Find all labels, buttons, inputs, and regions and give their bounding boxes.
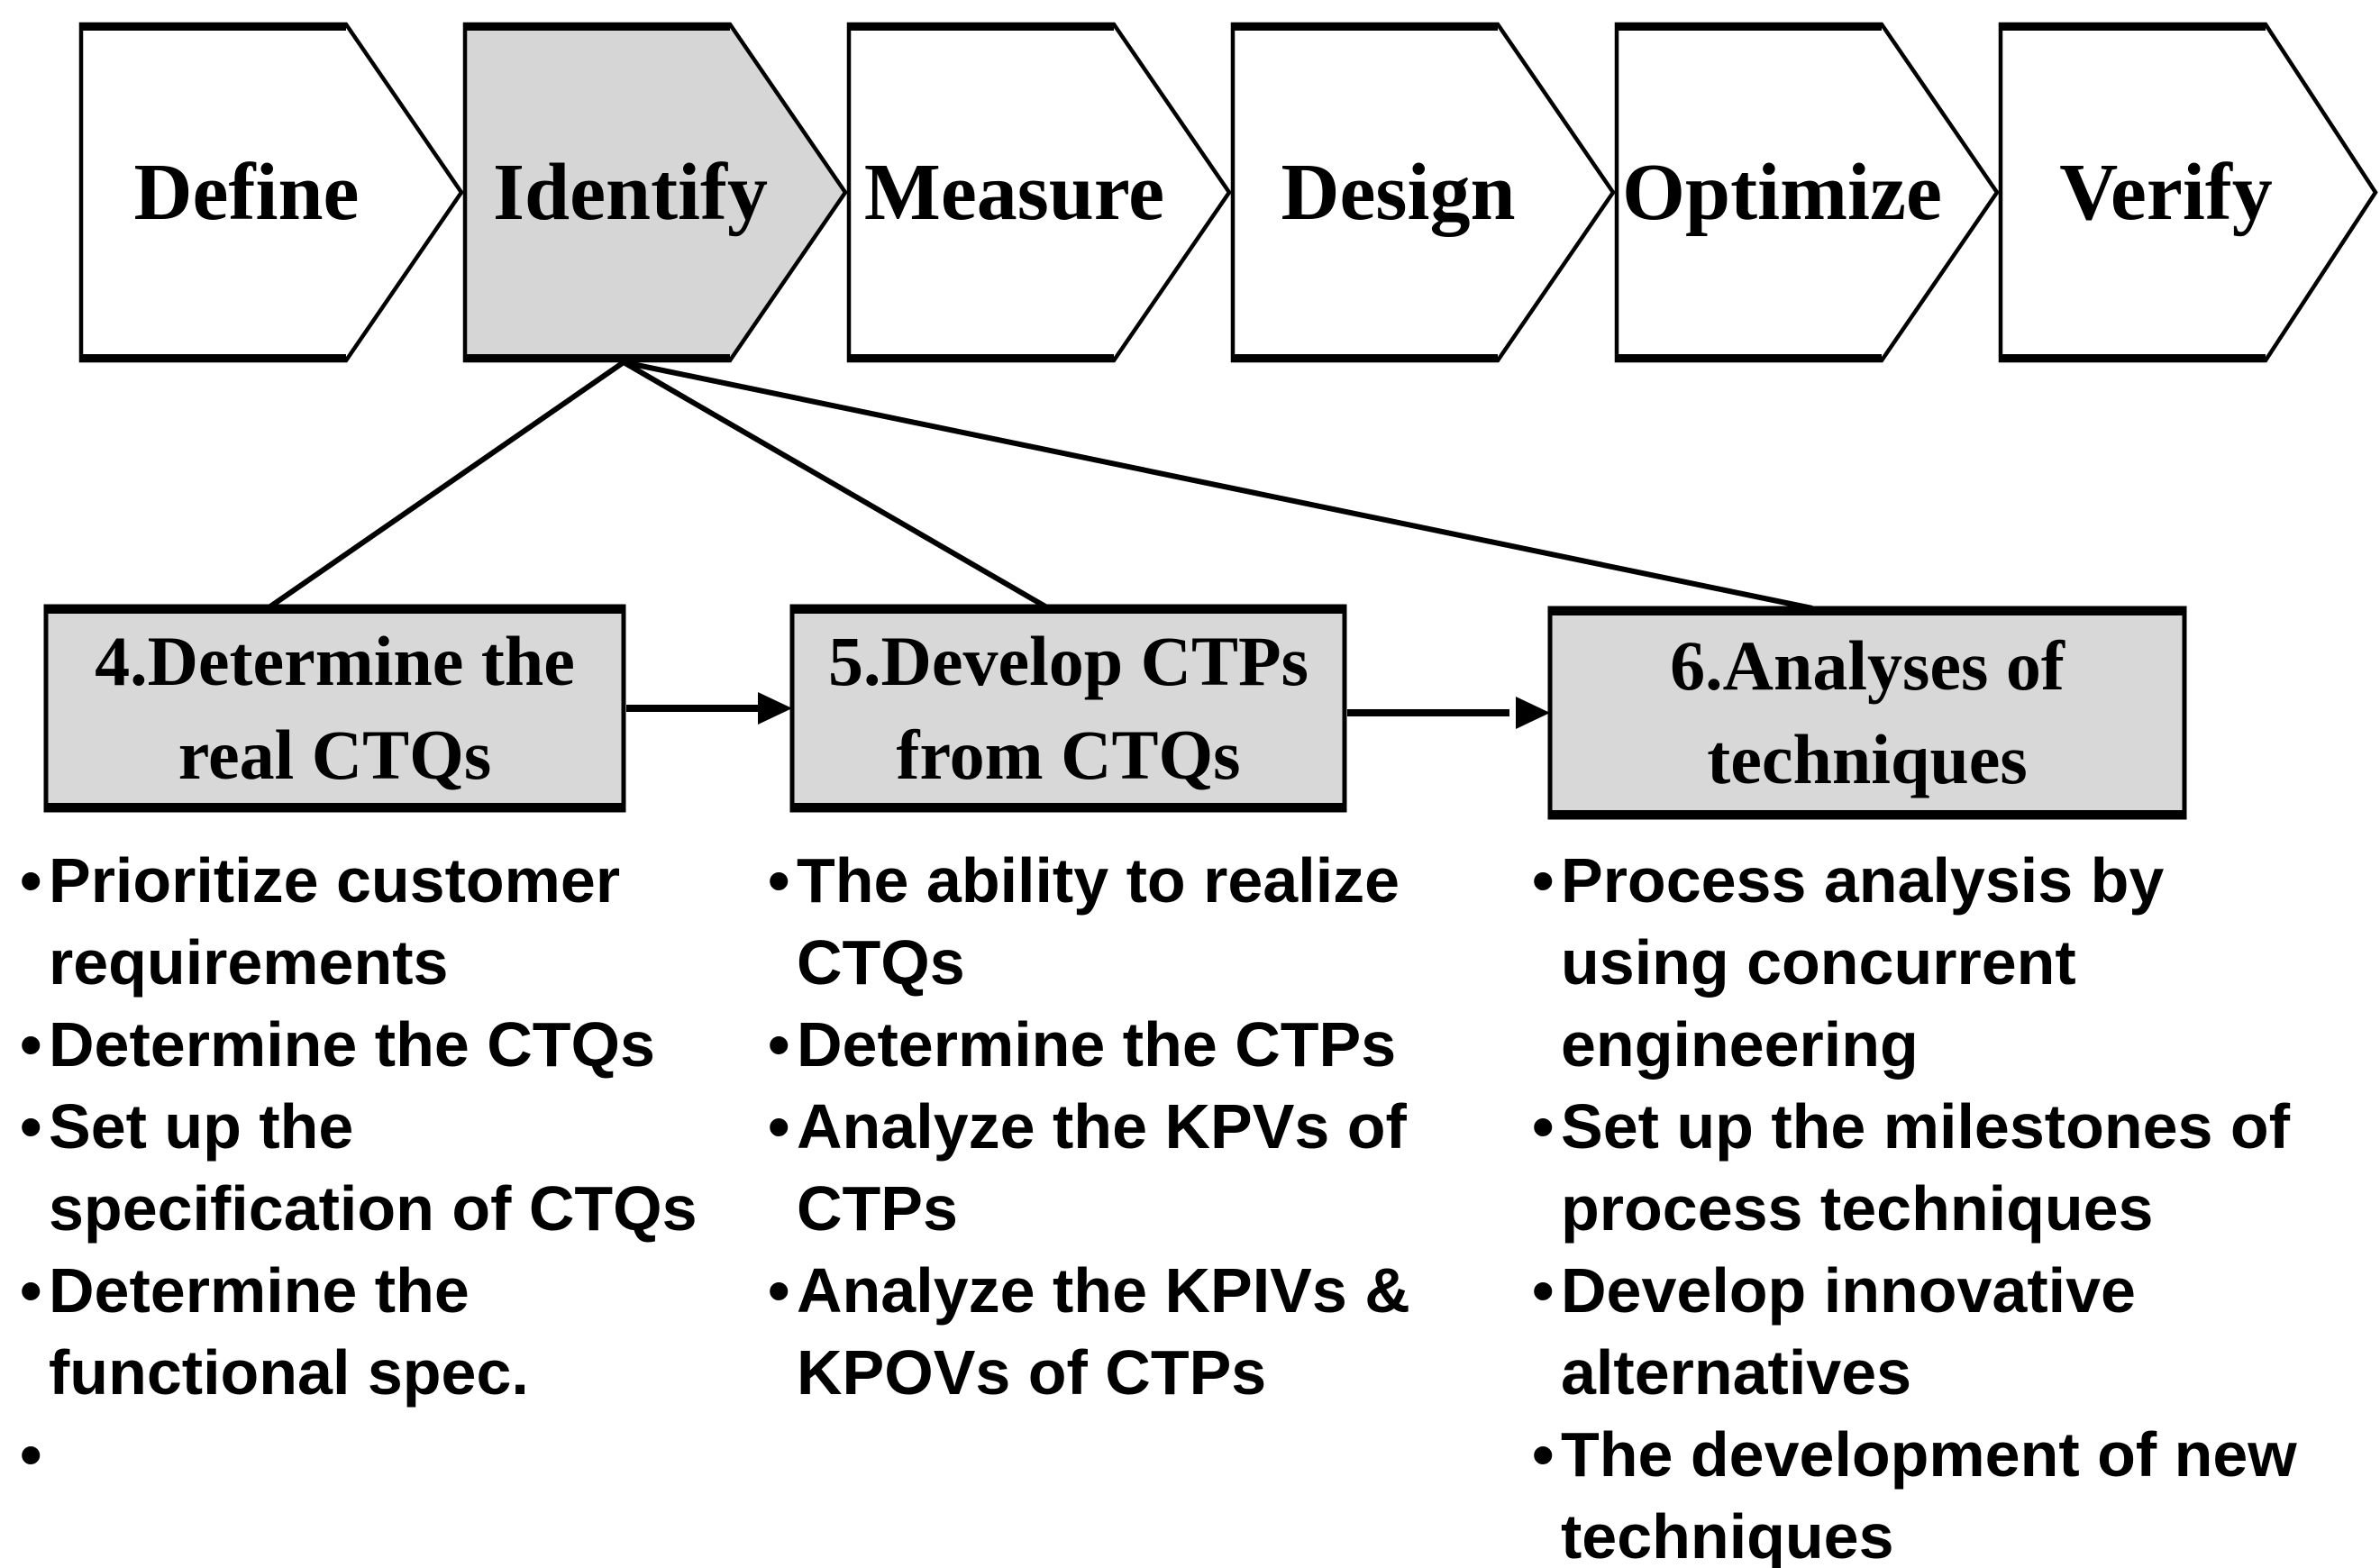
chevron-optimize-shape <box>1614 22 2000 363</box>
list-item: • The development of new techniques <box>1532 1414 2379 1568</box>
list-item-text: Analyze the KPIVs & KPOVs of CTPs <box>797 1255 1410 1408</box>
list-item: • Prioritize customer requirements <box>20 840 795 1004</box>
chevron-measure-label: Measure <box>863 148 1165 237</box>
list-item: • Analyze the KPVs of CTPs <box>768 1086 1543 1250</box>
bullet-icon: • <box>20 1255 42 1326</box>
box6-title: 6.Analyses of techniques <box>1670 626 2065 798</box>
list-item: • <box>20 1414 795 1496</box>
box4-bullet-list: • Prioritize customer requirements • Det… <box>20 840 795 1496</box>
list-item: • Set up the specification of CTQs <box>20 1086 795 1250</box>
chevron-identify-label: Identify <box>492 148 769 237</box>
chevron-optimize-label: Optimize <box>1622 148 1942 237</box>
chevron-measure-shape <box>846 22 1232 363</box>
chevron-identify-shape <box>462 22 848 363</box>
bullet-icon: • <box>1532 1091 1555 1162</box>
list-item-text: Process analysis by using concurrent eng… <box>1561 845 2165 1080</box>
bullet-icon: • <box>768 1009 790 1080</box>
list-item-text: Set up the milestones of process techniq… <box>1561 1091 2290 1244</box>
arrow-box4-to-box5 <box>626 692 792 725</box>
box4-title: 4.Determine the real CTQs <box>95 622 575 794</box>
connector-identify-to-box5 <box>622 360 1047 609</box>
list-item-text: Set up the specification of CTQs <box>49 1091 698 1244</box>
list-item-text: The ability to realize CTQs <box>797 845 1400 998</box>
bullet-icon: • <box>20 1009 42 1080</box>
bullet-icon: • <box>768 1255 790 1326</box>
bullet-icon: • <box>1532 1419 1555 1490</box>
chevron-design-shape <box>1230 22 1616 363</box>
list-item: • Process analysis by using concurrent e… <box>1532 840 2379 1086</box>
list-item-text: Prioritize customer requirements <box>49 845 621 998</box>
list-item: • Determine the CTPs <box>768 1004 1543 1086</box>
box6-bullet-list: • Process analysis by using concurrent e… <box>1532 840 2379 1568</box>
bullet-icon: • <box>20 845 42 916</box>
list-item: • Determine the functional spec. <box>20 1250 795 1414</box>
chevron-design-label: Design <box>1281 148 1516 237</box>
bullet-icon: • <box>1532 1255 1555 1326</box>
identify-connector-lines <box>269 360 1813 611</box>
chevron-define-shape <box>78 22 464 363</box>
bullet-icon: • <box>768 845 790 916</box>
list-item: • The ability to realize CTQs <box>768 840 1543 1004</box>
box5-bullet-list: • The ability to realize CTQs • Determin… <box>768 840 1543 1414</box>
connector-identify-to-box4 <box>269 360 625 609</box>
arrow-box5-to-box6 <box>1347 697 1550 729</box>
list-item-text: The development of new techniques <box>1561 1419 2297 1568</box>
bullet-icon: • <box>1532 845 1555 916</box>
list-item: • Set up the milestones of process techn… <box>1532 1086 2379 1250</box>
list-item: • Determine the CTQs <box>20 1004 795 1086</box>
connector-identify-to-box6 <box>623 360 1813 611</box>
box5-shape <box>789 604 1347 813</box>
list-item: • Develop innovative alternatives <box>1532 1250 2379 1414</box>
bullet-icon: • <box>768 1091 790 1162</box>
bullet-icon: • <box>20 1419 42 1490</box>
box5-title: 5.Develop CTPs from CTQs <box>828 622 1309 794</box>
chevron-verify-label: Verify <box>2059 148 2273 237</box>
list-item-text: Develop innovative alternatives <box>1561 1255 2136 1408</box>
list-item-text: Determine the CTPs <box>797 1009 1397 1080</box>
list-item: • Analyze the KPIVs & KPOVs of CTPs <box>768 1250 1543 1414</box>
list-item-text: Determine the functional spec. <box>49 1255 529 1408</box>
list-item-text: Determine the CTQs <box>49 1009 655 1080</box>
list-item-text: Analyze the KPVs of CTPs <box>797 1091 1407 1244</box>
chevron-define-label: Define <box>133 148 360 237</box>
box4-shape <box>43 604 626 813</box>
chevron-verify-shape <box>1998 22 2378 363</box>
bullet-icon: • <box>20 1091 42 1162</box>
